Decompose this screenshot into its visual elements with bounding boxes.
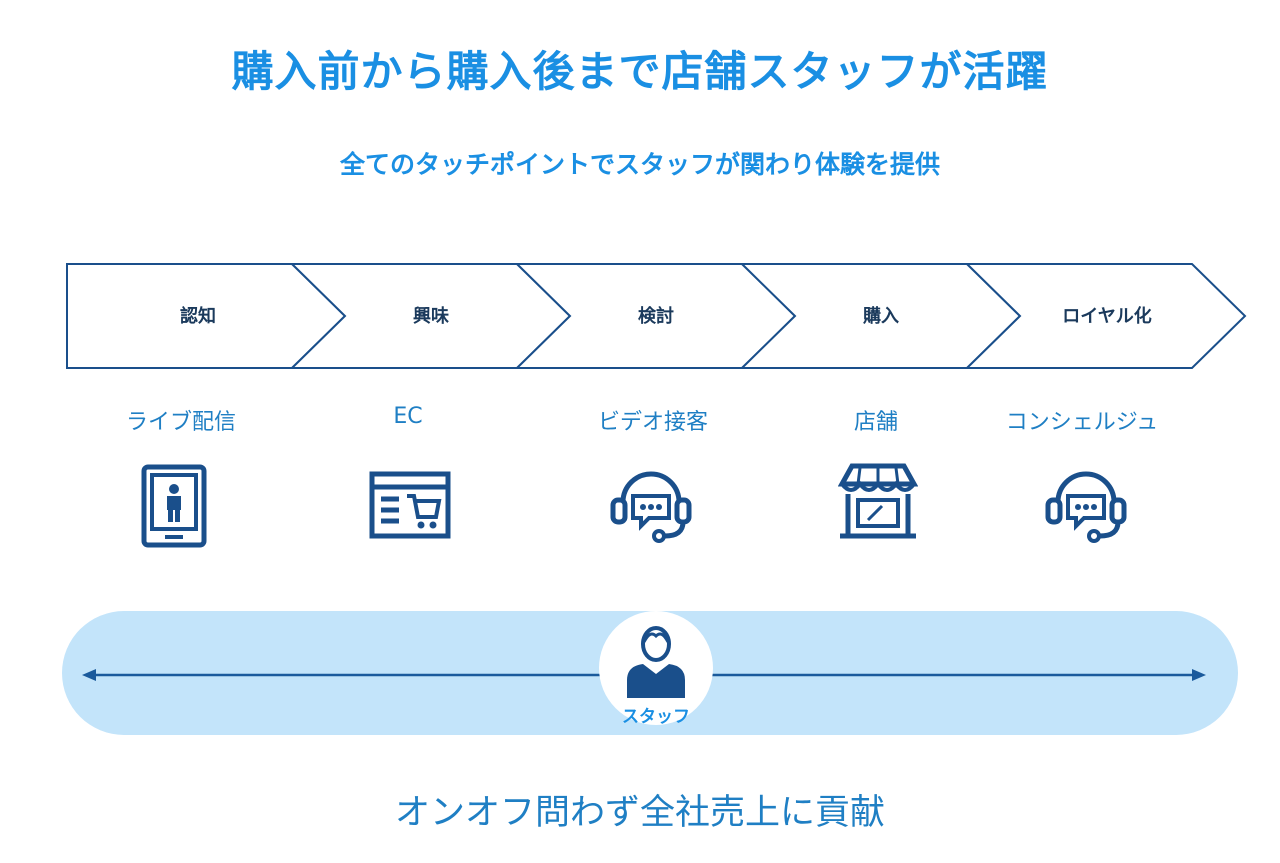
journey-flow: 認知 興味 検討 購入 ロイヤル化 [66,263,1247,369]
footer-message: オンオフ問わず全社売上に貢献 [394,793,885,833]
page-subtitle: 全てのタッチポイントでスタッフが関わり体験を提供 [339,150,940,179]
channel-label-video: ビデオ接客 [597,410,708,435]
page-title: 購入前から購入後まで店舗スタッフが活躍 [231,47,1049,96]
ec-cart-screen-icon [369,471,451,539]
stage-label-consideration: 検討 [638,305,674,327]
headset-chat-icon [1045,471,1127,543]
channel-label-live: ライブ配信 [125,410,236,435]
stage-label-interest: 興味 [413,305,449,327]
arrow-left-icon [82,669,96,681]
headset-chat-icon [610,471,692,543]
stage-label-loyalty: ロイヤル化 [1062,305,1151,327]
arrow-right-icon [1192,669,1206,681]
channel-label-store: 店舗 [853,410,898,435]
stage-label-awareness: 認知 [180,305,216,327]
storefront-icon [838,463,918,539]
stage-label-purchase: 購入 [862,305,899,327]
stage-arrow-loyalty [964,263,1247,369]
staff-label: スタッフ [622,707,690,727]
staff-person-icon [627,626,685,698]
staff-axis: スタッフ [82,611,1206,727]
channel-label-concierge: コンシェルジュ [1005,410,1159,435]
smartphone-person-icon [141,464,207,548]
channel-label-ec: EC [393,404,423,429]
